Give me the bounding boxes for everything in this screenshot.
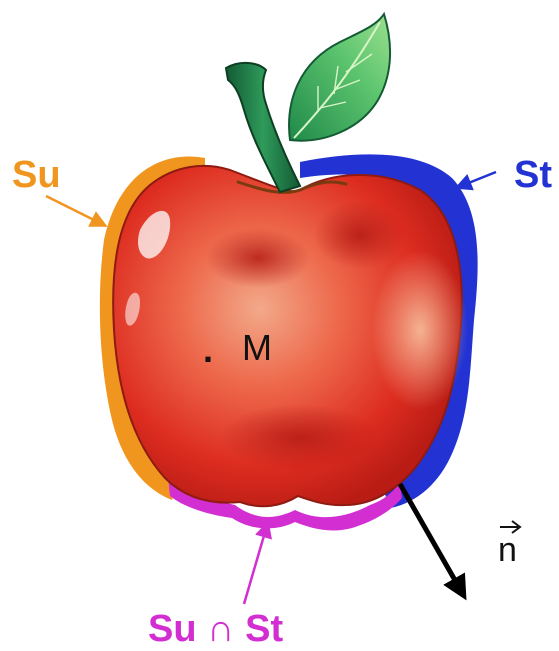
normal-vector-arrow — [400, 484, 464, 596]
apple-shade-bottom — [220, 404, 380, 472]
apple-shade-top — [314, 201, 406, 269]
st-pointer-arrow — [456, 172, 496, 188]
label-point-m: M — [242, 330, 272, 366]
label-intersection: Su ∩ St — [148, 610, 283, 648]
apple-shade-left — [206, 228, 310, 288]
label-su: Su — [12, 156, 61, 194]
intersection-pointer-arrow — [244, 522, 268, 604]
apple-highlight-right — [372, 250, 468, 410]
apple-leaf — [289, 14, 390, 141]
su-pointer-arrow — [46, 196, 106, 226]
label-st: St — [514, 156, 552, 194]
label-normal-n: n — [498, 533, 517, 567]
point-m-dot: . — [203, 332, 213, 368]
